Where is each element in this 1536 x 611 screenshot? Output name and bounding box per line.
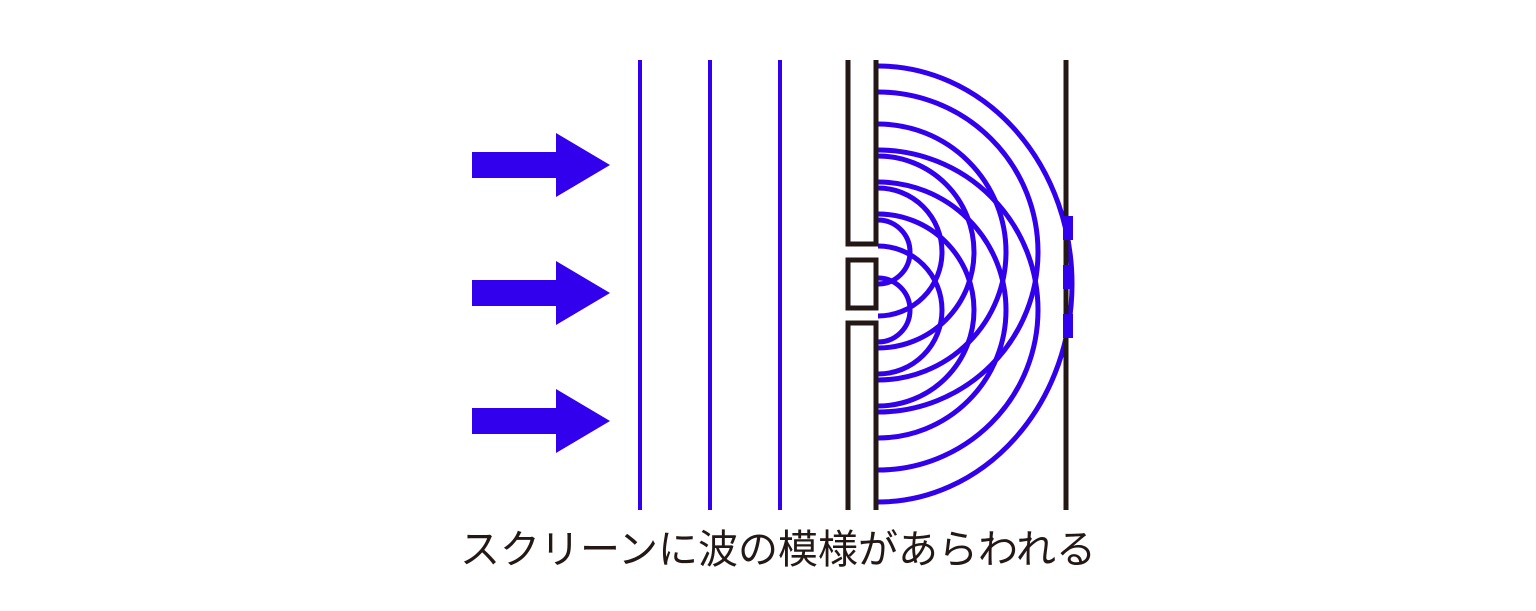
circular-wavefronts [877, 63, 1075, 505]
interference-pattern [1063, 216, 1073, 338]
interference-band [1063, 265, 1073, 289]
incoming-arrows [472, 133, 610, 453]
wavefront-slit-top [877, 185, 945, 319]
barrier-upper [845, 60, 879, 247]
wavefront-slit-top [877, 121, 1009, 383]
wavefront-slit-bottom [877, 147, 1041, 473]
right-arrow-icon [472, 389, 610, 453]
barrier-lower [845, 320, 879, 510]
right-arrow-icon [472, 133, 610, 197]
wavefront-slit-bottom [877, 275, 913, 345]
wavefront-slit-bottom [877, 243, 945, 377]
right-arrow-icon [472, 261, 610, 325]
wavefront-slit-top [877, 153, 977, 351]
wavefront-slit-bottom [877, 179, 1009, 441]
interference-band [1063, 314, 1073, 338]
barrier-middle [845, 257, 879, 311]
wavefront-slit-top [877, 89, 1041, 415]
plane-wavefronts [638, 60, 782, 510]
slit-barrier [845, 60, 879, 510]
interference-band [1063, 216, 1073, 240]
caption: スクリーンに波の模様があらわれる [460, 527, 1096, 573]
wavefront-slit-bottom [877, 211, 977, 409]
